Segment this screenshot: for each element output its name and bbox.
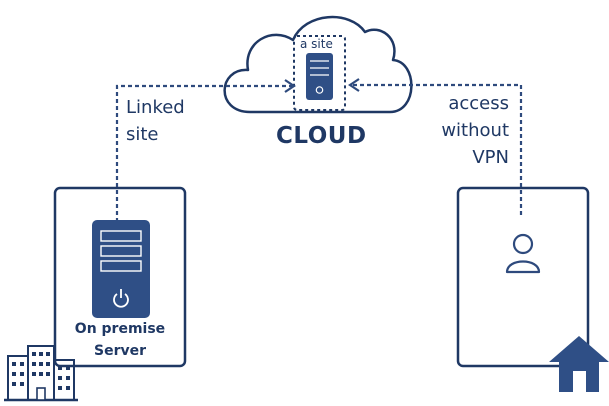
cloud-label: CLOUD <box>276 123 367 149</box>
cloud-server-icon <box>306 53 333 100</box>
power-icon <box>113 289 129 308</box>
linked-site-connector <box>115 84 292 222</box>
on-premise-label-line: Server <box>93 343 146 359</box>
linked-site-label: Linked site <box>126 94 185 148</box>
remote-access-label-line: VPN <box>472 147 509 168</box>
remote-access-label: access without VPN <box>441 90 509 171</box>
linked-site-label-line: Linked <box>126 97 185 118</box>
site-dashed-frame <box>293 35 346 111</box>
remote-access-arrowhead <box>348 78 360 92</box>
remote-access-label-line: access <box>448 93 509 114</box>
office-building-icon <box>4 345 78 402</box>
remote-access-label-line: without <box>441 120 509 141</box>
user-icon <box>505 233 541 274</box>
server-icon <box>92 220 150 318</box>
on-premise-label-line: On premise <box>74 321 166 337</box>
house-icon <box>549 336 609 392</box>
linked-site-label-line: site <box>126 124 159 145</box>
remote-access-connector <box>353 83 523 215</box>
on-premise-server-label: On premise Server <box>70 318 170 362</box>
site-label: a site <box>300 37 333 51</box>
remote-frame <box>456 186 590 368</box>
linked-site-arrowhead <box>284 79 296 93</box>
